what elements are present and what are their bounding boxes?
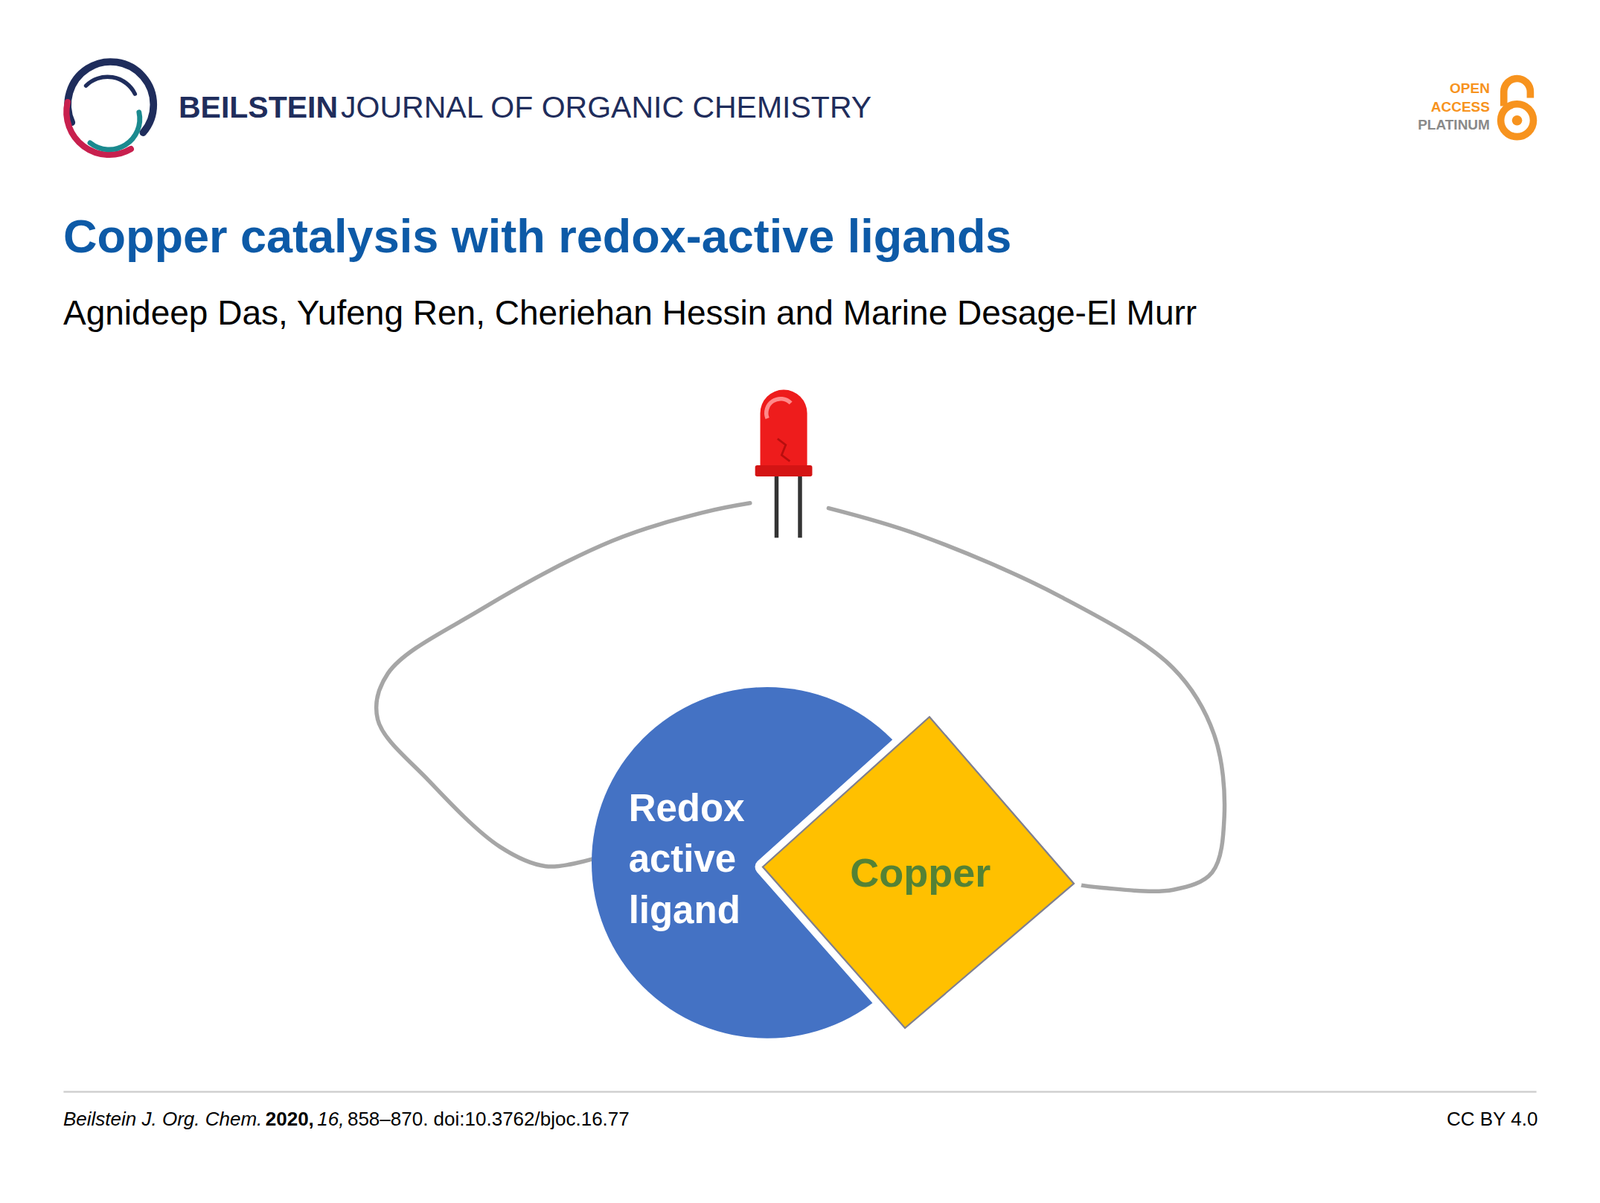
diamond-shape [762, 716, 1074, 1028]
journal-name: BEILSTEIN [178, 90, 338, 126]
citation: Beilstein J. Org. Chem. [63, 1108, 262, 1131]
citation: 2020, [265, 1108, 315, 1131]
led-symbol [755, 389, 813, 539]
node-text: Redox active ligand [628, 686, 752, 937]
license: CC BY 4.0 [1446, 1108, 1538, 1131]
access-badge: PLATINUM [1417, 116, 1490, 135]
citation: 16, [317, 1108, 344, 1131]
label-group: BEILSTEINJOURNAL OF ORGANIC CHEMISTRY [178, 90, 872, 126]
journal-name: JOURNAL OF ORGANIC CHEMISTRY [340, 90, 872, 126]
journal-logo [66, 61, 154, 155]
label-group: Agnideep Das, Yufeng Ren, Cheriehan Hess… [63, 293, 1197, 333]
open-access-lock [1501, 78, 1534, 137]
citation: 858–870. doi:10.3762/bjoc.16.77 [347, 1108, 630, 1131]
label-group: OPENACCESSPLATINUM [1417, 79, 1490, 135]
title: Copper catalysis with redox-active ligan… [63, 209, 1012, 263]
footer-rule [63, 1090, 1536, 1093]
label-group: CC BY 4.0 [1446, 1108, 1538, 1131]
label-group: Beilstein J. Org. Chem.2020,16,858–870. … [63, 1108, 630, 1131]
access-badge: OPEN [1449, 79, 1490, 99]
access-badge: ACCESS [1431, 98, 1490, 117]
node-text: Copper [849, 849, 991, 896]
copper-diamond: Copper [762, 716, 1074, 1028]
author-list: Agnideep Das, Yufeng Ren, Cheriehan Hess… [63, 293, 1197, 333]
diamond-gap [762, 716, 1074, 1028]
